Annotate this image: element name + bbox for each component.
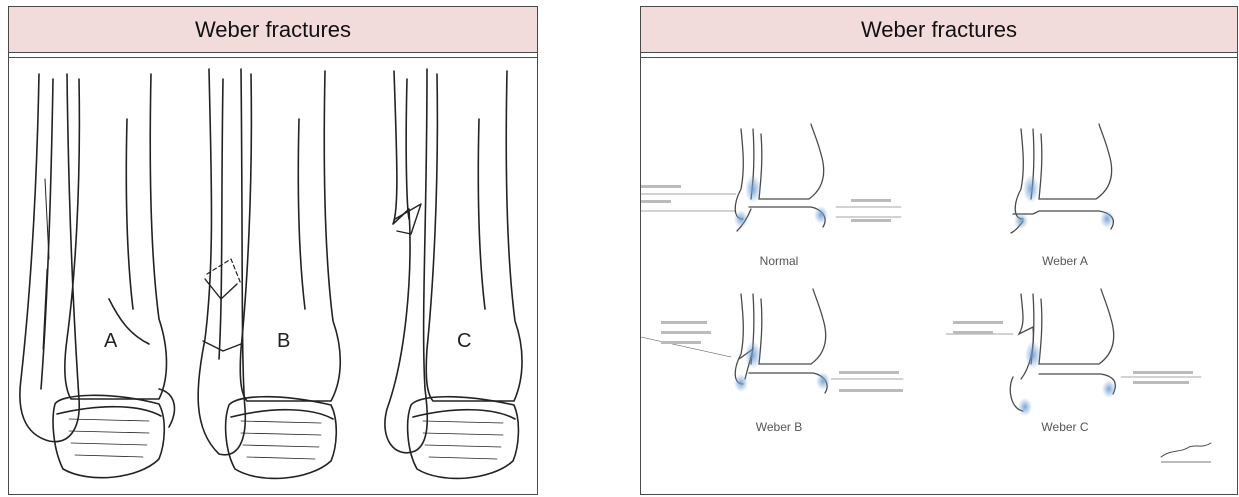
left-header-divider <box>9 57 537 58</box>
normal-ankle-diagram <box>641 124 901 231</box>
right-header-divider <box>641 57 1237 58</box>
right-figure-panel: Weber fractures <box>640 6 1238 495</box>
label-a: A <box>104 330 118 352</box>
weber-c-diagram <box>946 289 1211 463</box>
left-panel-title: Weber fractures <box>9 7 537 53</box>
ankle-a-drawing <box>20 74 175 478</box>
label-b: B <box>277 330 290 352</box>
caption-weber-a: Weber A <box>1042 254 1088 268</box>
left-figure-panel: Weber fractures <box>8 6 538 495</box>
label-c: C <box>457 330 471 352</box>
weber-classification-diagram: Normal Weber A Weber B Weber C <box>641 59 1237 494</box>
weber-b-diagram <box>641 289 903 393</box>
ankle-c-drawing <box>385 69 522 478</box>
caption-normal: Normal <box>760 254 799 268</box>
ankle-b-drawing <box>198 69 340 478</box>
caption-weber-b: Weber B <box>756 420 802 434</box>
right-panel-title: Weber fractures <box>641 7 1237 53</box>
caption-weber-c: Weber C <box>1041 420 1088 434</box>
ankle-line-drawing: A B C <box>9 59 537 494</box>
